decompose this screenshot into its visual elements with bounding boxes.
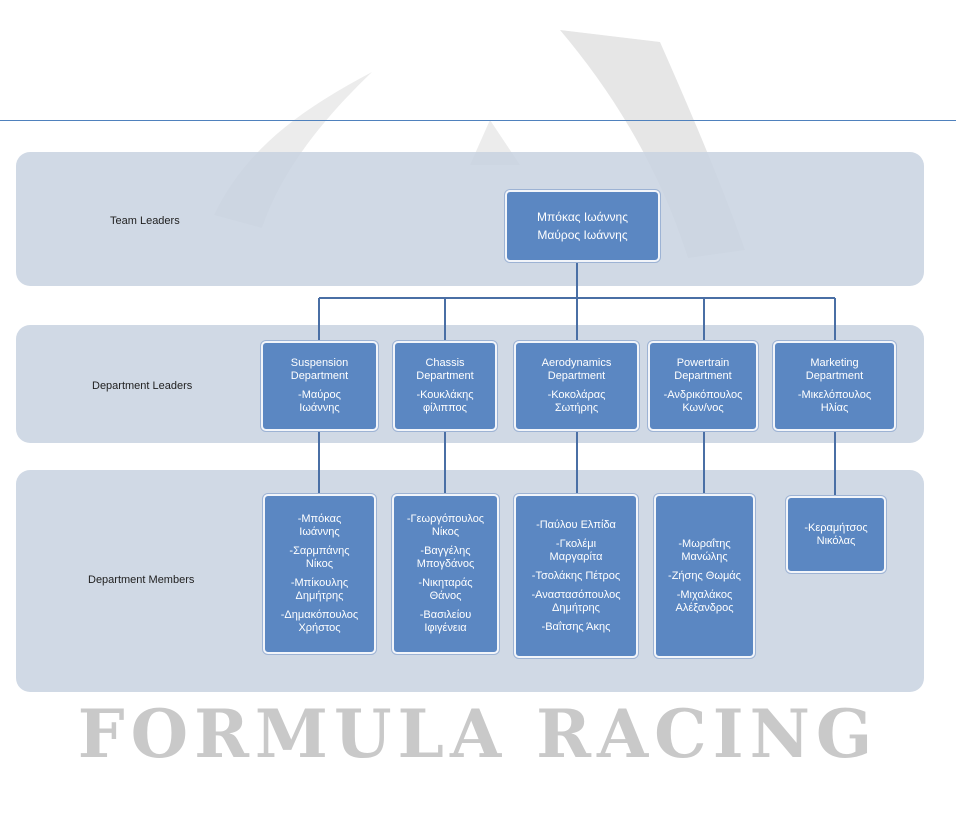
member-name: Μπογδάνος [416, 558, 475, 570]
member-name: -Βασιλείου [419, 609, 472, 621]
member-name: Χρήστος [298, 622, 341, 634]
member-name: -Βαγγέλης [420, 545, 471, 557]
department-leader-name: Κων/νος [682, 402, 724, 414]
member-name: Δημήτρης [295, 590, 344, 602]
department-leader-name: -Μικελόπουλος [797, 389, 872, 401]
member-name: Νίκος [431, 526, 460, 538]
aerodynamics-department-node: Aerodynamics Department -Κοκολάρας Σωτήρ… [514, 341, 639, 431]
team-leaders-band [16, 152, 924, 286]
suspension-members-node: -Μπόκας Ιωάννης -Σαρμπάνης Νίκος -Μπίκου… [263, 494, 376, 654]
team-leaders-node: Μπόκας Ιωάννης Μαύρος Ιωάννης [505, 190, 660, 262]
member-name: Νίκος [305, 558, 334, 570]
powertrain-department-node: Powertrain Department -Ανδρικόπουλος Κων… [648, 341, 758, 431]
member-name: Θάνος [429, 590, 462, 602]
powertrain-members-node: -Μωραΐτης Μανώλης -Ζήσης Θωμάς -Μιχαλάκο… [654, 494, 755, 658]
aerodynamics-members-node: -Παύλου Ελπίδα -Γκολέμι Μαργαρίτα -Τσολά… [514, 494, 638, 658]
member-name: Αλέξανδρος [675, 601, 734, 614]
department-name: Department [805, 370, 864, 382]
member-name: -Τσολάκης Πέτρος [531, 569, 621, 582]
member-name: -Σαρμπάνης [289, 545, 350, 557]
department-leader-name: Ιωάννης [299, 402, 340, 414]
department-leader-name: -Μαύρος [298, 389, 341, 401]
member-name: -Κεραμήτσος [804, 521, 868, 534]
chassis-department-node: Chassis Department -Κουκλάκης φίλιππος [393, 341, 497, 431]
department-leader-name: -Ανδρικόπουλος [663, 389, 743, 401]
department-leader-name: Σωτήρης [554, 402, 599, 414]
header-divider-line [0, 120, 956, 121]
member-name: -Μιχαλάκος [676, 588, 733, 601]
member-name: Μανώλης [681, 550, 728, 563]
member-name: -Αναστασόπουλος [531, 588, 621, 601]
department-name: Powertrain [676, 357, 730, 369]
marketing-department-node: Marketing Department -Μικελόπουλος Ηλίας [773, 341, 896, 431]
department-name: Chassis [425, 357, 465, 369]
department-name: Department [547, 370, 606, 382]
department-name: Department [674, 370, 732, 382]
marketing-members-node: -Κεραμήτσος Νικόλας [786, 496, 886, 573]
member-name: -Γεωργόπουλος [406, 513, 485, 525]
department-leader-name: Ηλίας [820, 402, 849, 414]
member-name: -Βαΐτσης Άκης [541, 620, 611, 633]
member-name: -Μπίκουλης [290, 577, 349, 589]
department-leaders-label: Department Leaders [92, 380, 193, 392]
member-name: Μαργαρίτα [549, 550, 603, 563]
member-name: -Νικηταράς [418, 577, 473, 589]
department-leader-name: φίλιππος [423, 402, 467, 414]
team-leader-name: Μπόκας Ιωάννης [537, 210, 628, 224]
department-name: Suspension [290, 357, 349, 369]
member-name: -Δημακόπουλος [280, 609, 359, 621]
department-name: Marketing [810, 357, 859, 369]
chassis-members-node: -Γεωργόπουλος Νίκος -Βαγγέλης Μπογδάνος … [392, 494, 499, 654]
member-name: Νικόλας [816, 534, 856, 547]
member-name: -Ζήσης Θωμάς [668, 569, 741, 582]
member-name: Δημήτρης [552, 601, 600, 614]
formula-racing-watermark-text: FORMULA RACING [77, 695, 879, 773]
member-name: Ιωάννης [299, 526, 340, 538]
department-name: Department [416, 370, 474, 382]
member-name: -Παύλου Ελπίδα [536, 518, 616, 531]
member-name: -Μπόκας [297, 513, 342, 525]
department-leader-name: -Κοκολάρας [547, 389, 606, 401]
team-leader-name: Μαύρος Ιωάννης [537, 228, 628, 242]
member-name: -Μωραΐτης [678, 537, 731, 550]
department-name: Department [290, 370, 349, 382]
member-name: -Γκολέμι [555, 537, 597, 550]
department-leader-name: -Κουκλάκης [416, 389, 474, 401]
suspension-department-node: Suspension Department -Μαύρος Ιωάννης [261, 341, 378, 431]
department-name: Aerodynamics [541, 357, 612, 369]
department-members-label: Department Members [88, 574, 195, 586]
team-leaders-label: Team Leaders [110, 215, 180, 227]
member-name: Ιφιγένεια [424, 622, 467, 634]
